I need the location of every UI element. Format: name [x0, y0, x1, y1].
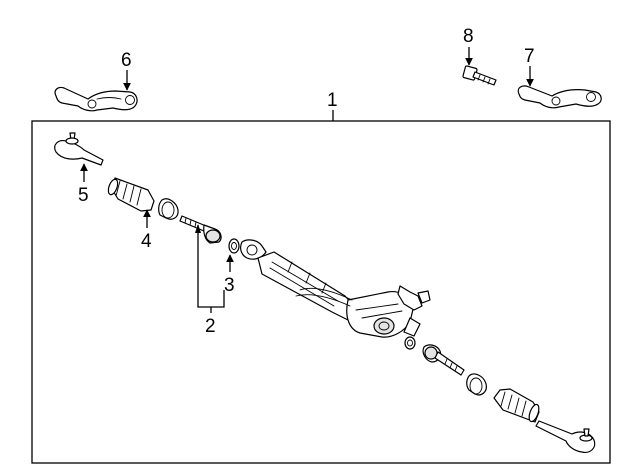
- leader-2-bracket: [197, 225, 225, 313]
- callout-7: 7: [524, 46, 535, 67]
- boot-clamp[interactable]: [158, 198, 179, 220]
- callout-3: 3: [224, 275, 235, 296]
- part-5-left-tie-rod-end[interactable]: [54, 132, 104, 166]
- callout-5: 5: [78, 185, 89, 206]
- assembly-frame: [31, 120, 611, 464]
- callout-6: 6: [121, 50, 132, 71]
- part-8-bolt[interactable]: [462, 65, 497, 86]
- part-6-left-steering-arm[interactable]: [54, 86, 138, 112]
- right-boot[interactable]: [493, 388, 541, 423]
- callout-8: 8: [463, 26, 474, 47]
- part-1-rack-and-pinion-housing[interactable]: [240, 239, 431, 338]
- right-tie-rod-end[interactable]: [535, 420, 596, 453]
- callout-4: 4: [141, 231, 152, 252]
- right-washer[interactable]: [404, 336, 416, 350]
- part-2-inner-tie-rod[interactable]: [179, 215, 222, 244]
- callout-2: 2: [205, 316, 216, 337]
- right-inner-tie-rod[interactable]: [422, 344, 465, 376]
- right-boot-clamp[interactable]: [466, 373, 487, 396]
- part-3-washer[interactable]: [228, 238, 240, 254]
- part-7-right-steering-arm[interactable]: [517, 85, 602, 109]
- callout-1: 1: [327, 90, 338, 111]
- part-4-boot[interactable]: [107, 177, 155, 212]
